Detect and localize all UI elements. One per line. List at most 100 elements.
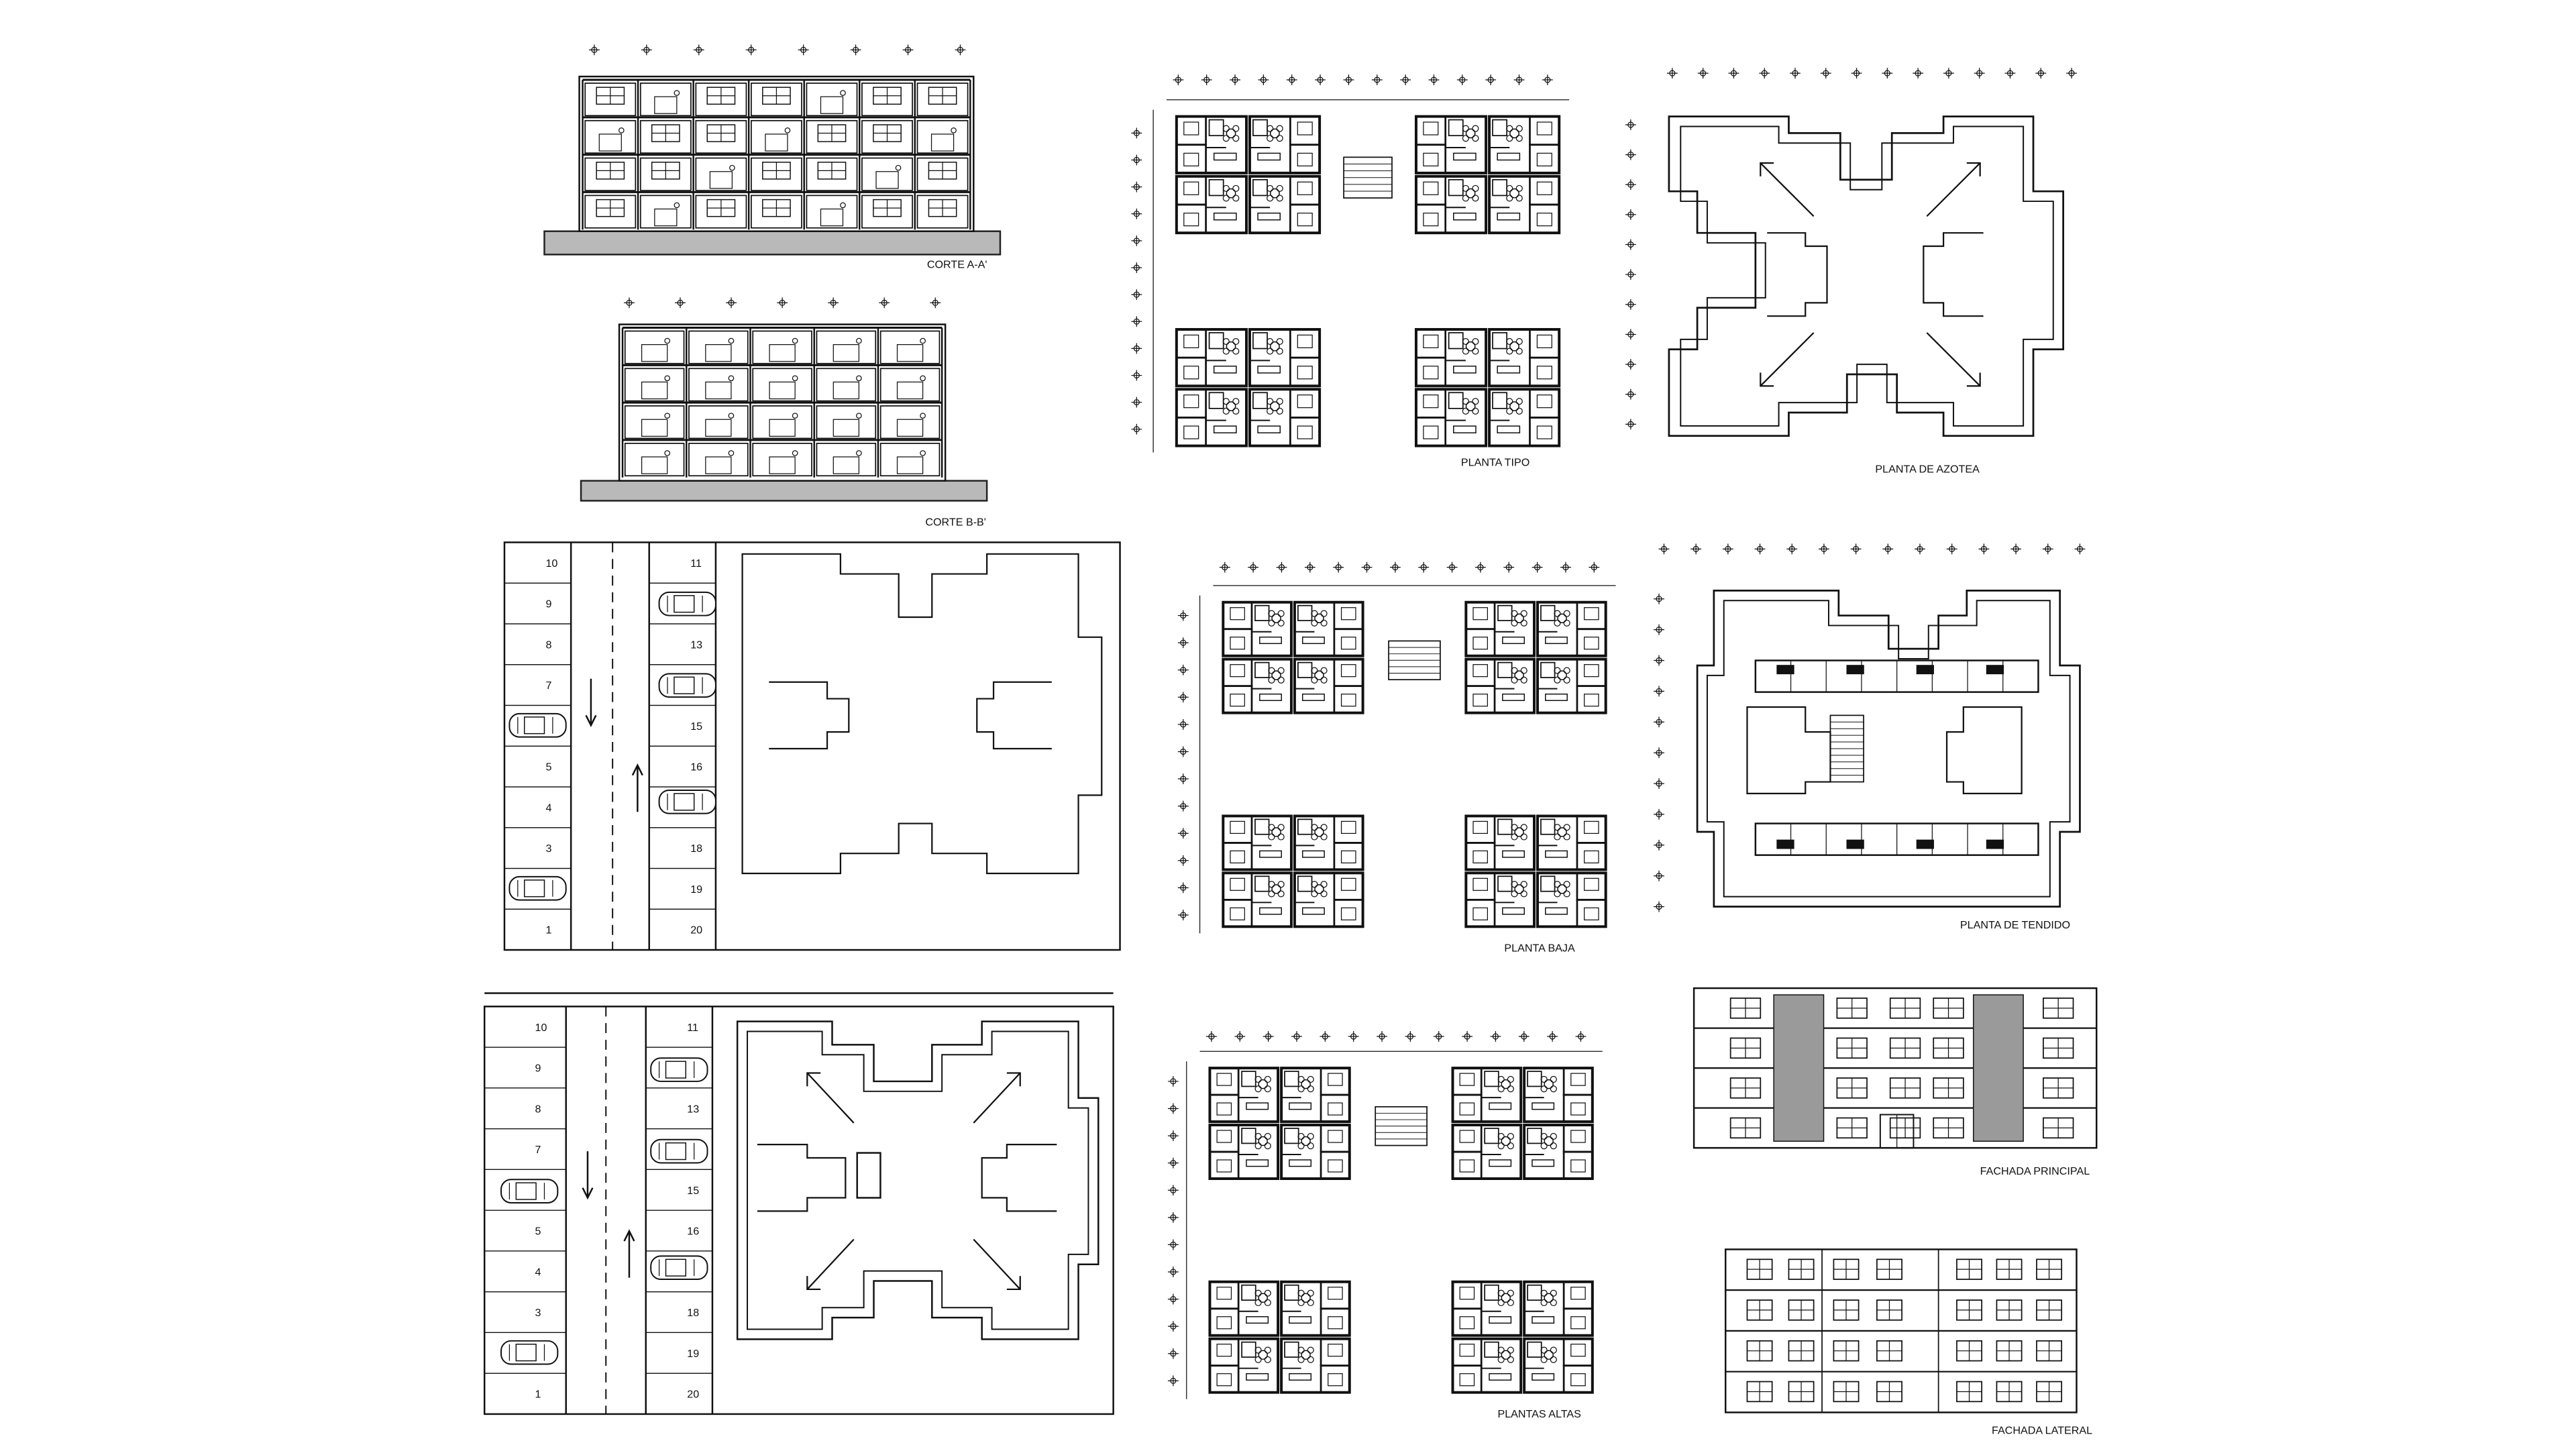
grid-marker [1131, 262, 1142, 273]
room-cell [861, 83, 913, 117]
room-cell [879, 330, 941, 364]
furniture [820, 96, 844, 114]
label-corte-a-a: CORTE A-A' [927, 258, 987, 270]
sofa [1453, 366, 1477, 374]
bed [1183, 425, 1199, 439]
bathroom [1484, 1284, 1499, 1301]
grid-marker [1625, 149, 1636, 160]
furniture [769, 456, 796, 474]
grid-marker [726, 297, 737, 309]
grid-marker [1851, 68, 1862, 79]
window [1746, 1299, 1773, 1321]
lattice-panel [1972, 994, 2024, 1142]
room-cell [752, 443, 812, 477]
grid-marker [745, 44, 757, 56]
window [1933, 1077, 1964, 1099]
bed [1423, 425, 1439, 439]
bed [1297, 213, 1313, 227]
roof-footprint-outer [736, 1020, 1099, 1340]
bathroom [1254, 604, 1270, 621]
apartment-unit [1451, 1280, 1523, 1337]
grid-marker [1654, 716, 1664, 728]
bedroom [1415, 203, 1447, 234]
bed [1459, 1316, 1475, 1330]
bedroom [1452, 1124, 1483, 1153]
traffic-arrows [585, 678, 643, 812]
bedroom [1576, 601, 1607, 631]
space-number: 18 [690, 843, 702, 855]
apartment-unit [1293, 657, 1364, 714]
grid-marker [1167, 1103, 1179, 1114]
apartment-unit [1222, 657, 1293, 714]
bed [1328, 1073, 1343, 1086]
grid-marker [1625, 359, 1636, 370]
sofa [1246, 1102, 1269, 1110]
sofa [1532, 1316, 1555, 1324]
bedroom [1320, 1281, 1351, 1310]
room-cell [916, 83, 969, 117]
bedroom [1333, 628, 1364, 657]
sink [1776, 839, 1794, 849]
room-cell [806, 83, 858, 117]
sofa [1301, 693, 1325, 701]
slope-arrows [1760, 162, 1981, 387]
grid-marker [1276, 561, 1287, 573]
apartment-unit [1414, 174, 1488, 235]
bed [1183, 181, 1199, 195]
bathroom [1208, 392, 1224, 409]
car [508, 875, 567, 901]
apartment-unit [1280, 1280, 1351, 1337]
bathroom [1540, 818, 1556, 835]
parking-space: 4 [504, 786, 572, 828]
apartment-unit [1536, 657, 1607, 714]
room-cell [751, 119, 802, 154]
bed [1459, 1373, 1475, 1387]
traffic-arrows [582, 1151, 635, 1278]
room-cell [639, 195, 692, 229]
sofa [1545, 850, 1568, 858]
bathroom [1297, 604, 1313, 621]
parking-row-left: 10987654321 [504, 541, 572, 951]
grid-marker [798, 44, 809, 56]
bedroom [1333, 685, 1364, 714]
bed [1459, 1344, 1475, 1357]
grid-marker [1131, 343, 1142, 354]
grid-marker [1400, 74, 1411, 85]
window [1836, 1037, 1868, 1059]
bed [1570, 1316, 1586, 1330]
grid-marker [1263, 1031, 1274, 1042]
apartment-unit [1280, 1124, 1351, 1180]
apartment-unit [1488, 174, 1561, 235]
grid-marker [1167, 1157, 1179, 1169]
grid-marker [2035, 68, 2047, 79]
parking-space: 16 [645, 1210, 713, 1252]
bed [1459, 1159, 1475, 1173]
parking-space: 3 [484, 1291, 567, 1334]
parking-space: 7 [484, 1128, 567, 1170]
grid-marker [624, 297, 635, 309]
grid-marker [1625, 419, 1636, 430]
bed [1328, 1159, 1343, 1173]
car [500, 1340, 559, 1365]
window [1933, 1117, 1964, 1139]
sofa [1497, 152, 1521, 161]
bedroom [1464, 842, 1496, 871]
grid-marker [1820, 68, 1831, 79]
bedroom [1209, 1093, 1240, 1123]
grid-marker [1177, 910, 1189, 920]
grid-marker [1542, 74, 1553, 85]
bedroom [1576, 685, 1607, 714]
bathroom [1497, 661, 1513, 678]
window [1876, 1340, 1902, 1362]
parking-space: 11 [649, 541, 716, 584]
bedroom [1222, 815, 1253, 844]
room-cell [916, 195, 969, 229]
grid-marker [1131, 316, 1142, 327]
grid-marker [1654, 870, 1664, 881]
parking-space: 5 [504, 745, 572, 788]
grid-marker [1131, 423, 1142, 435]
furniture [769, 419, 796, 437]
grid-marker [1654, 686, 1664, 697]
room-cell [879, 443, 941, 477]
apartment-unit [1248, 174, 1322, 235]
